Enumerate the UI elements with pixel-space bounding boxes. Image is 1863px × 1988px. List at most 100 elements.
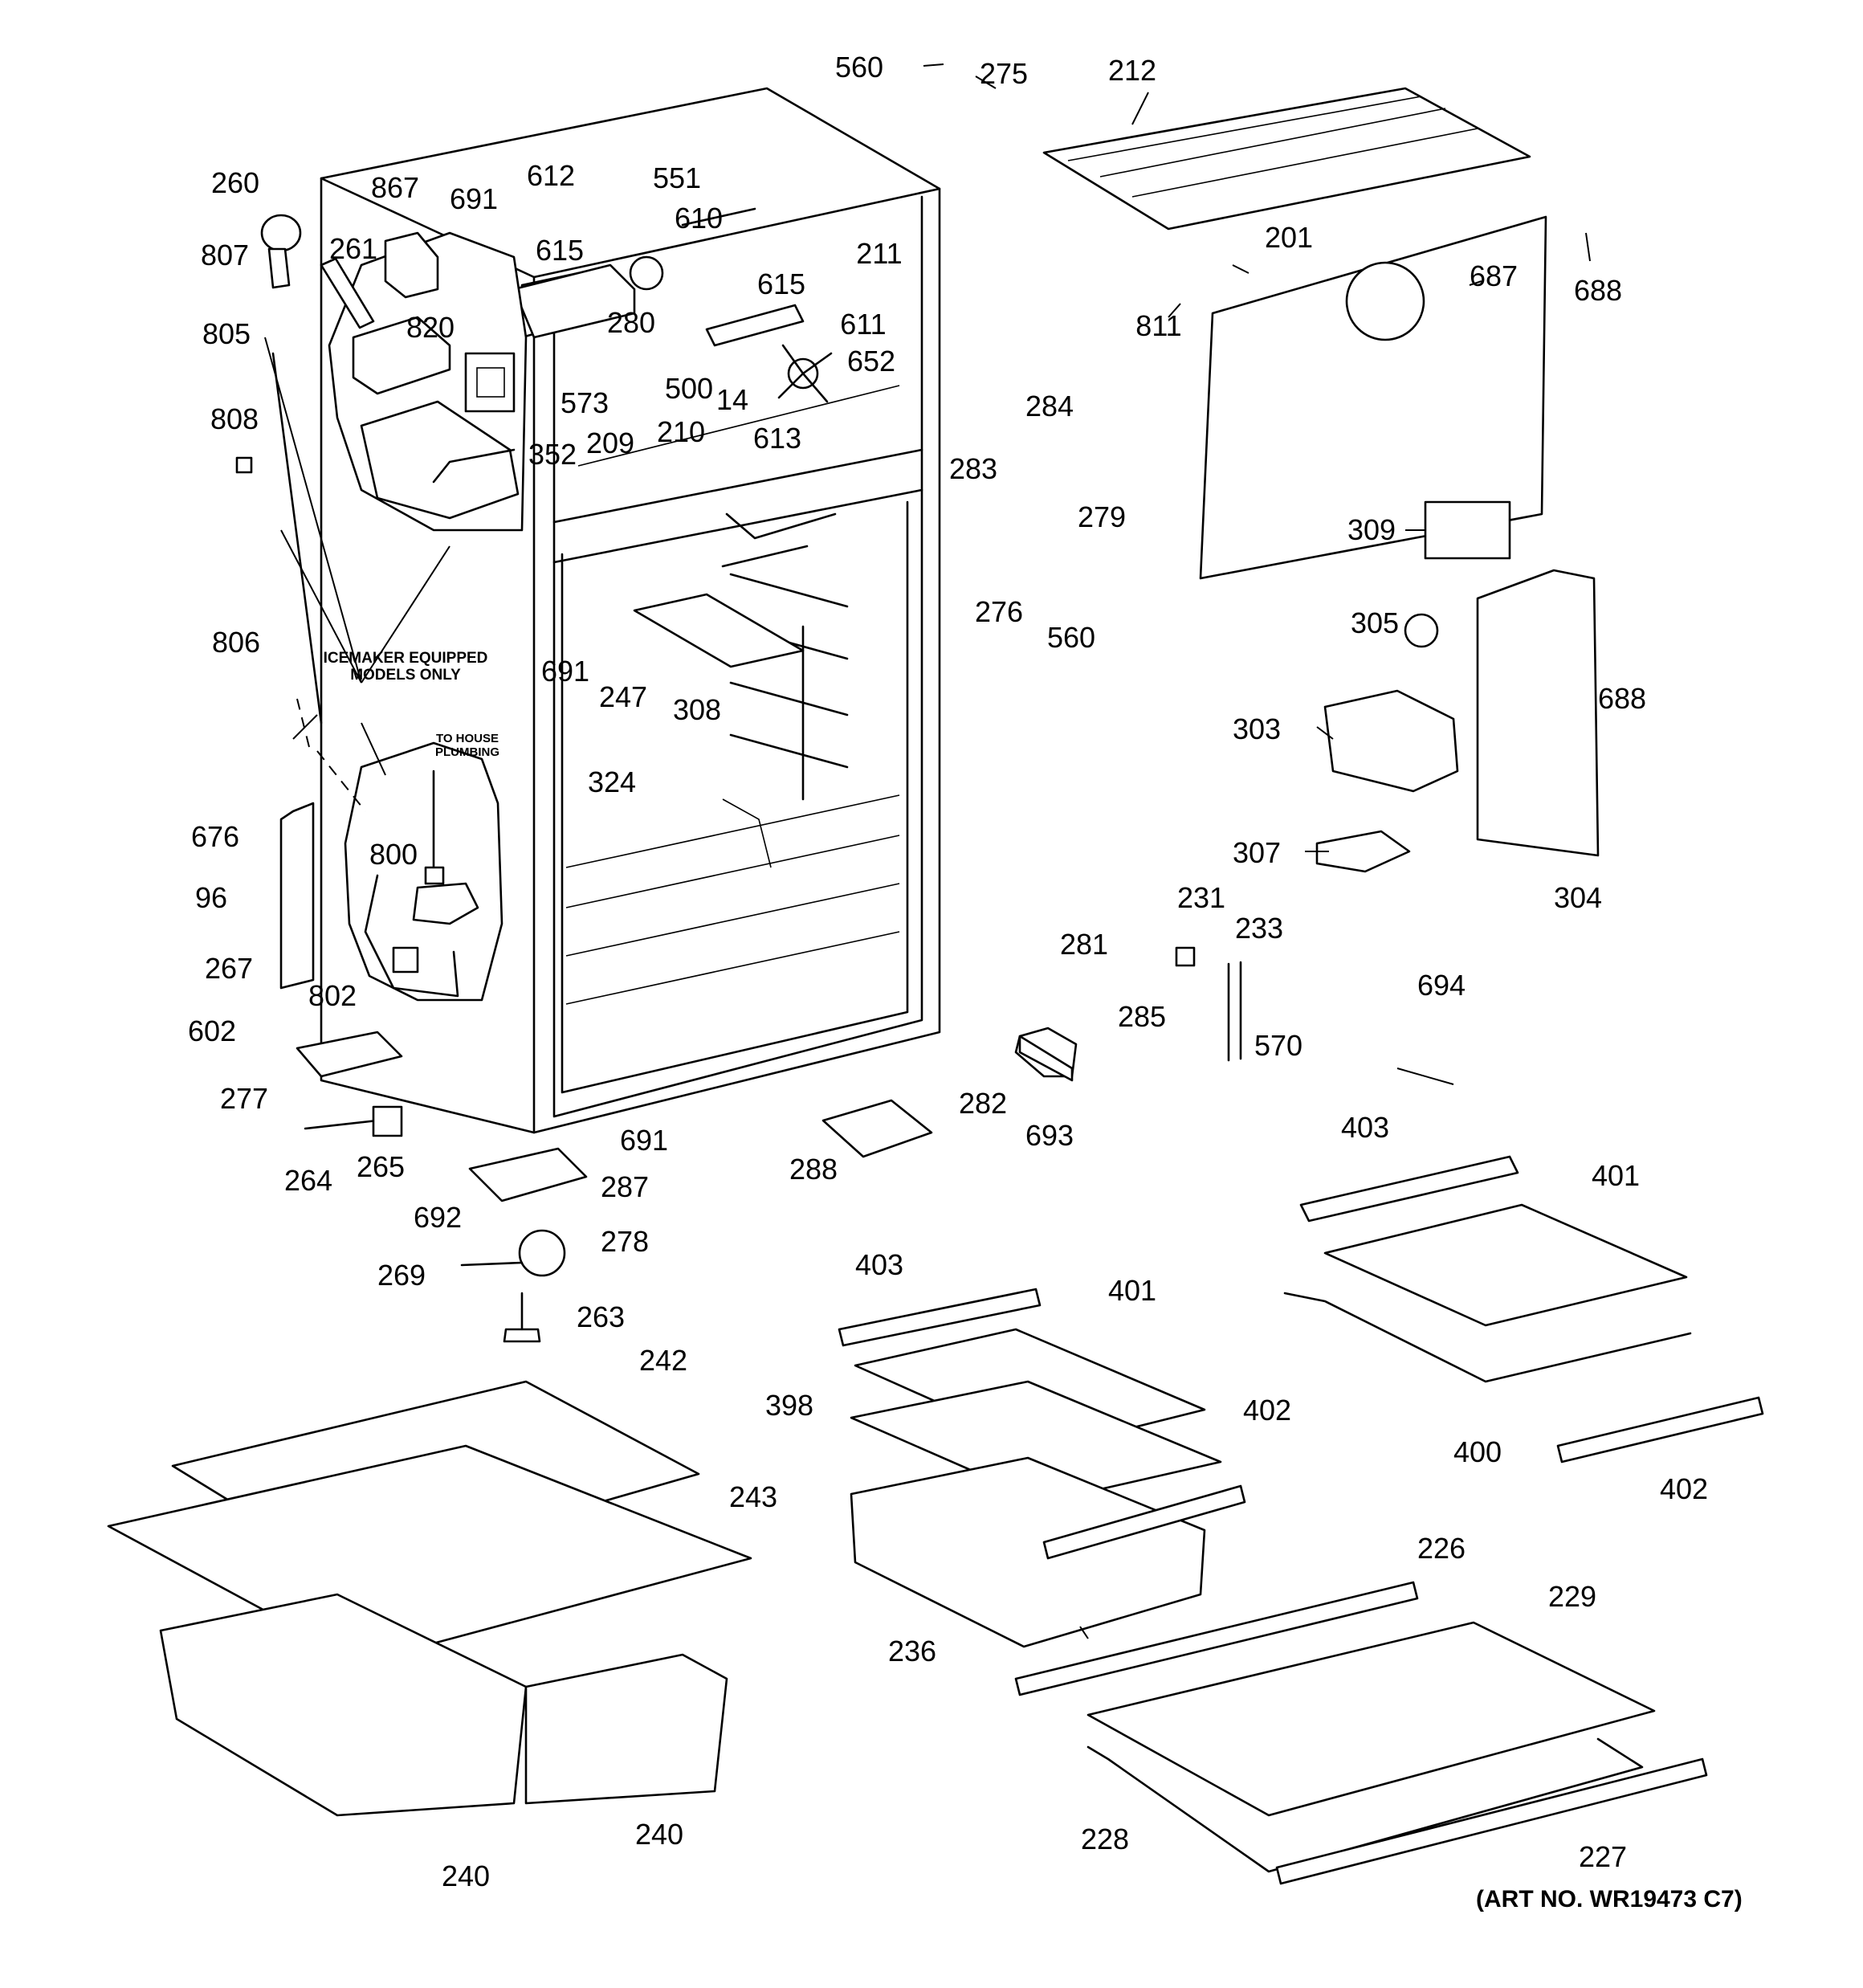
part-label-402-right[interactable]: 402 <box>1659 1472 1709 1505</box>
part-label-398[interactable]: 398 <box>764 1389 814 1422</box>
part-label-276[interactable]: 276 <box>974 595 1024 628</box>
part-label-211[interactable]: 211 <box>856 237 903 270</box>
part-label-269[interactable]: 269 <box>377 1259 426 1292</box>
part-label-229[interactable]: 229 <box>1547 1580 1597 1613</box>
art-number: (ART NO. WR19473 C7) <box>1476 1886 1743 1912</box>
part-label-693[interactable]: 693 <box>1025 1119 1074 1152</box>
part-label-401-right[interactable]: 401 <box>1591 1159 1641 1192</box>
part-label-403-right[interactable]: 403 <box>1340 1111 1390 1144</box>
part-label-402-mid[interactable]: 402 <box>1242 1394 1292 1427</box>
part-label-277[interactable]: 277 <box>219 1082 269 1115</box>
icemaker-cutaway-drawing <box>260 214 528 532</box>
part-label-694[interactable]: 694 <box>1417 969 1466 1002</box>
part-label-281[interactable]: 281 <box>1059 928 1109 961</box>
part-label-242[interactable]: 242 <box>638 1344 688 1377</box>
part-label-280[interactable]: 280 <box>606 306 656 339</box>
crisper-drawers-drawing <box>107 1380 752 1817</box>
part-label-226[interactable]: 226 <box>1417 1532 1466 1565</box>
part-label-305[interactable]: 305 <box>1350 606 1400 639</box>
part-label-284[interactable]: 284 <box>1025 390 1074 423</box>
part-label-570[interactable]: 570 <box>1254 1029 1303 1062</box>
part-label-613[interactable]: 613 <box>752 422 802 455</box>
part-label-247[interactable]: 247 <box>598 680 648 713</box>
part-label-261[interactable]: 261 <box>328 232 378 265</box>
part-label-805[interactable]: 805 <box>202 317 251 350</box>
part-label-602[interactable]: 602 <box>187 1014 237 1047</box>
part-label-304[interactable]: 304 <box>1553 881 1603 914</box>
part-label-309[interactable]: 309 <box>1347 513 1396 546</box>
part-label-691-top[interactable]: 691 <box>449 182 499 215</box>
part-label-806[interactable]: 806 <box>211 626 261 659</box>
part-label-400[interactable]: 400 <box>1453 1435 1502 1468</box>
part-label-867[interactable]: 867 <box>370 171 420 204</box>
part-label-800[interactable]: 800 <box>369 838 418 871</box>
part-label-551[interactable]: 551 <box>652 161 702 194</box>
part-label-14[interactable]: 14 <box>715 383 749 416</box>
part-label-240-left[interactable]: 240 <box>441 1859 491 1892</box>
part-label-96[interactable]: 96 <box>194 881 228 914</box>
part-label-676[interactable]: 676 <box>190 820 240 853</box>
house-plumbing-note: TO HOUSE PLUMBING <box>435 732 499 759</box>
part-label-233[interactable]: 233 <box>1234 912 1284 945</box>
part-label-352[interactable]: 352 <box>528 438 577 471</box>
part-label-279[interactable]: 279 <box>1077 500 1127 533</box>
part-label-212[interactable]: 212 <box>1107 54 1157 87</box>
part-label-201[interactable]: 201 <box>1264 221 1314 254</box>
part-label-228[interactable]: 228 <box>1080 1823 1130 1855</box>
part-label-308[interactable]: 308 <box>672 693 722 726</box>
part-label-307[interactable]: 307 <box>1232 836 1282 869</box>
house-plumbing-note-line2: PLUMBING <box>435 745 499 759</box>
part-label-260[interactable]: 260 <box>210 166 260 199</box>
part-label-236[interactable]: 236 <box>887 1635 937 1668</box>
part-label-615-b[interactable]: 615 <box>756 267 806 300</box>
part-label-227[interactable]: 227 <box>1578 1840 1628 1873</box>
part-label-573[interactable]: 573 <box>560 386 609 419</box>
part-label-240-right[interactable]: 240 <box>634 1818 684 1851</box>
part-label-612[interactable]: 612 <box>526 159 576 192</box>
part-label-610[interactable]: 610 <box>674 202 724 235</box>
part-label-282[interactable]: 282 <box>958 1087 1008 1120</box>
part-label-278[interactable]: 278 <box>600 1225 650 1258</box>
part-label-691-mid[interactable]: 691 <box>540 655 590 688</box>
part-label-560[interactable]: 560 <box>834 51 884 84</box>
part-label-807[interactable]: 807 <box>200 239 250 271</box>
part-label-243[interactable]: 243 <box>728 1480 778 1513</box>
part-label-560-mid[interactable]: 560 <box>1046 621 1096 654</box>
icemaker-note: ICEMAKER EQUIPPED MODELS ONLY <box>324 650 488 684</box>
part-label-275[interactable]: 275 <box>979 57 1029 90</box>
part-label-288[interactable]: 288 <box>789 1153 838 1186</box>
part-label-283[interactable]: 283 <box>948 452 998 485</box>
house-plumbing-note-line1: TO HOUSE <box>435 732 499 745</box>
part-label-688-top[interactable]: 688 <box>1573 274 1623 307</box>
part-label-500[interactable]: 500 <box>664 372 714 405</box>
part-label-267[interactable]: 267 <box>204 952 254 985</box>
part-label-265[interactable]: 265 <box>356 1150 406 1183</box>
part-label-287[interactable]: 287 <box>600 1170 650 1203</box>
middle-shelf-drawer-drawing <box>838 1288 1246 1648</box>
part-label-324[interactable]: 324 <box>587 765 637 798</box>
right-shelves-drawing <box>1014 1155 1764 1885</box>
part-label-688-mid[interactable]: 688 <box>1597 682 1647 715</box>
part-label-692[interactable]: 692 <box>413 1201 463 1234</box>
upper-right-drawings <box>1018 87 1600 1082</box>
part-label-403-mid[interactable]: 403 <box>854 1248 904 1281</box>
part-label-687[interactable]: 687 <box>1469 259 1519 292</box>
part-label-210[interactable]: 210 <box>656 415 706 448</box>
part-label-231[interactable]: 231 <box>1176 881 1226 914</box>
part-label-691-bottom[interactable]: 691 <box>619 1124 669 1157</box>
part-label-209[interactable]: 209 <box>585 427 635 459</box>
part-label-808[interactable]: 808 <box>210 402 259 435</box>
part-label-303[interactable]: 303 <box>1232 712 1282 745</box>
part-label-401-mid[interactable]: 401 <box>1107 1274 1157 1307</box>
part-label-264[interactable]: 264 <box>283 1164 333 1197</box>
part-label-285[interactable]: 285 <box>1117 1000 1167 1033</box>
part-label-615-a[interactable]: 615 <box>535 234 585 267</box>
part-label-652[interactable]: 652 <box>846 345 896 378</box>
part-label-802[interactable]: 802 <box>308 979 357 1012</box>
part-label-611[interactable]: 611 <box>840 308 887 341</box>
part-label-820[interactable]: 820 <box>406 311 455 344</box>
part-label-811[interactable]: 811 <box>1135 309 1182 342</box>
part-label-263[interactable]: 263 <box>576 1300 626 1333</box>
